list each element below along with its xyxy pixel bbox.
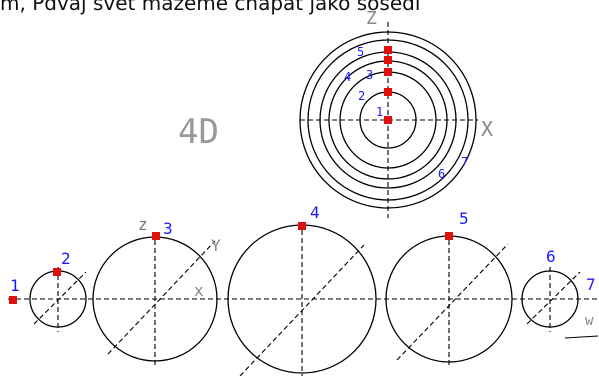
row-axis-w-label: w [585,313,594,329]
caption-text: m, Pdvaj svet mazeme chapat jako sosedi [0,0,421,15]
row-diagonal-axis-5 [396,243,509,361]
top-number-7: 7 [461,155,468,169]
row-axis-y-label: Y [211,236,221,255]
top-view: Z X 1 2 3 4 5 6 7 [299,8,493,218]
bottom-row: 1 2 3 4 5 6 7 z Y x w [8,203,599,376]
row-number-6: 6 [546,247,556,266]
row-number-5: 5 [459,209,469,228]
row-number-2: 2 [61,249,71,268]
top-number-3: 3 [366,68,373,82]
row-marker-2 [53,268,61,276]
top-number-1: 1 [376,105,383,119]
row-number-7: 7 [586,275,596,294]
row-marker-1 [9,296,17,304]
top-marker-1 [384,116,392,124]
top-marker-3 [384,68,392,76]
row-diagonal-axis-2 [33,271,87,325]
row-axis-x-label: x [194,281,204,300]
top-marker-4 [384,56,392,64]
top-number-5: 5 [357,45,364,59]
row-number-3: 3 [163,219,173,238]
top-marker-2 [384,88,392,96]
top-axis-z-label: Z [366,8,377,29]
row-diagonal-axis-4 [239,244,365,376]
label-4d: 4D [178,112,219,152]
row-number-1: 1 [10,276,20,295]
top-axis-x-label: X [481,117,493,141]
top-number-2: 2 [358,89,365,103]
row-marker-4 [298,222,306,230]
row-axis-w-arrow [564,335,599,339]
top-number-6: 6 [438,167,445,181]
row-axis-z-label: z [138,215,148,234]
row-marker-5 [445,232,453,240]
row-marker-3 [152,232,160,240]
row-diagonal-axis-6 [526,271,581,325]
top-marker-5 [384,46,392,54]
row-number-4: 4 [310,203,320,222]
row-diagonal-axis-3 [107,240,216,355]
top-number-4: 4 [344,70,351,84]
